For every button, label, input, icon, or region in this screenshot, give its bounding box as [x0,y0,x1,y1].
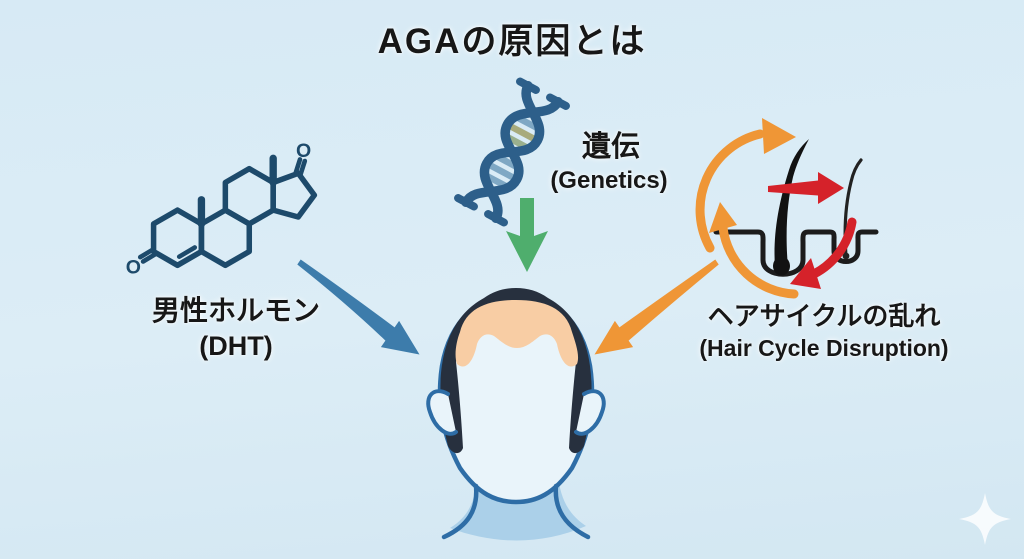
cycle-arc-top-arrowhead [762,118,796,154]
hair-cycle-label-en: (Hair Cycle Disruption) [699,335,949,361]
ear-right [574,389,606,436]
genetics-arrow [506,198,548,272]
hormone-label-en: (DHT) [199,331,273,361]
steroid-molecule-icon: O O [126,140,318,278]
molecule-oxygen-right: O [296,140,311,162]
hair-follicle-cycle-icon [695,118,879,299]
dna-strand-b [461,96,563,208]
molecule-ring-d [270,170,318,220]
neck-line-left [441,483,479,540]
dna-rung [504,121,540,144]
miniaturization-arrow [768,172,844,204]
dna-rung [514,114,541,132]
hormone-label-jp: 男性ホルモン [151,295,320,326]
cycle-arc-red-arrowhead [790,258,821,289]
thick-hair [774,139,809,268]
dna-icon [454,77,570,227]
hair-band [440,288,592,454]
molecule-ketone-right [293,157,308,177]
balding-head-illustration [426,288,606,541]
bald-scalp [455,300,579,367]
cycle-arc-top [695,129,765,253]
cycle-arc-red [809,217,857,279]
cycle-arc-left-arrowhead [709,202,737,233]
hair-cycle-label-jp: ヘアサイクルの乱れ [707,301,941,331]
sparkle-shape [959,493,1011,545]
cycle-arc-left [718,223,799,299]
genetics-label-en: (Genetics) [550,167,668,194]
thin-hair-bulb [842,252,850,260]
molecule-ketone-left [137,247,158,264]
neck-line-right [553,483,591,540]
dna-rung [483,172,510,190]
ear-left [426,389,458,436]
dna-rung [484,160,520,183]
sparkle-icon [959,493,1011,545]
hair-cycle-arrow [594,259,719,355]
genetics-label-jp: 遺伝 [581,131,640,163]
molecule-double-bond [176,245,198,259]
molecule-oxygen-left: O [126,256,141,278]
hormone-arrow [297,259,420,355]
thick-hair-bulb [773,256,790,276]
page-title: AGAの原因とは [377,22,647,61]
skin-surface-line [713,229,879,277]
molecule-ring-c [222,165,276,227]
